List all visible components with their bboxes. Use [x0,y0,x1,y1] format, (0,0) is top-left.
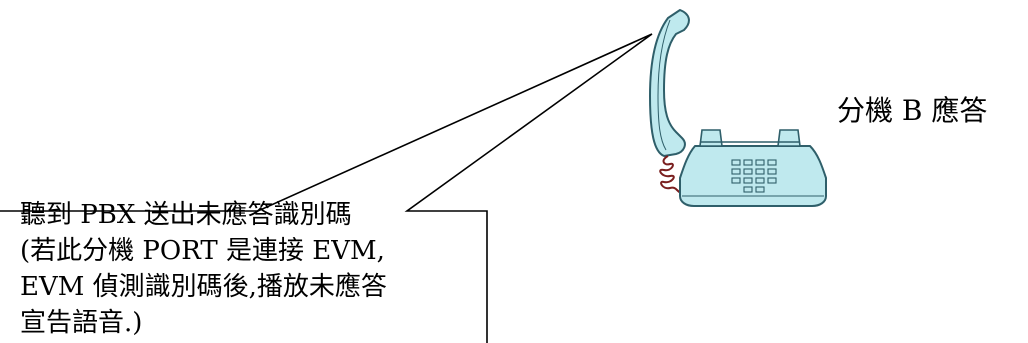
callout-line-3: EVM 偵測識別碼後,播放未應答 [20,272,387,302]
callout-shape [0,33,653,343]
phone-body [679,129,827,207]
callout-line-4: 宣告語音.) [20,308,143,338]
callout-line-1: 聽到 PBX 送出未應答識別碼 [20,200,352,230]
phone-cord [659,155,687,195]
keypad-icon [731,159,777,193]
callout-text: 聽到 PBX 送出未應答識別碼 (若此分機 PORT 是連接 EVM, EVM … [20,197,482,341]
telephone-icon [649,9,827,207]
extension-label: 分機 B 應答 [837,94,988,127]
callout-line-2: (若此分機 PORT 是連接 EVM, [20,236,385,266]
callout-outline [0,33,653,343]
handset-icon [649,9,690,157]
